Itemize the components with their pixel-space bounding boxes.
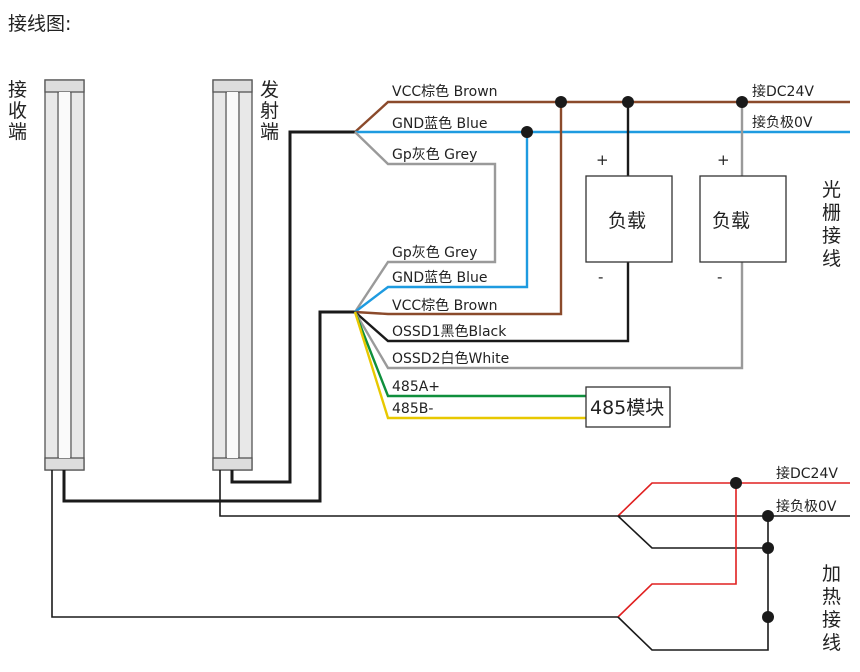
receiver-cable — [62, 310, 355, 503]
receiver-ossd2-label: OSSD2白色White — [392, 350, 509, 367]
emitter-heat-red — [617, 482, 850, 517]
receiver-wire-ossd1 — [354, 262, 630, 343]
grating-0v-label: 接负极0V — [752, 114, 813, 131]
grating-label-4: 线 — [822, 248, 841, 270]
load-box-1 — [585, 175, 673, 263]
emitter-cable — [230, 130, 355, 484]
receiver-wire-485b — [353, 311, 586, 420]
heating-0v-label: 接负极0V — [776, 498, 837, 515]
module-485-box — [585, 386, 671, 428]
heating-label-4: 线 — [822, 632, 841, 654]
receiver-wire-gnd — [354, 132, 529, 313]
emitter-label-3: 端 — [260, 121, 279, 143]
receiver-485b-label: 485B- — [392, 401, 433, 417]
emitter-heating-cable — [219, 470, 618, 517]
load-minus-1: - — [598, 268, 603, 286]
load-label-2: 负载 — [712, 210, 750, 232]
grating-label-2: 栅 — [822, 202, 841, 224]
receiver-heating-cable — [51, 470, 618, 618]
junction-dot — [521, 126, 533, 138]
receiver-wire-485a — [353, 311, 586, 398]
emitter-gp-label: Gp灰色 Grey — [392, 146, 477, 163]
receiver-heat-red — [617, 483, 737, 618]
receiver-485a-label: 485A+ — [392, 379, 440, 395]
heating-dc24v-label: 接DC24V — [776, 465, 838, 482]
receiver-heat-black — [617, 516, 769, 651]
heating-label-1: 加 — [822, 563, 841, 585]
grating-label-1: 光 — [822, 179, 841, 201]
emitter-vcc-label: VCC棕色 Brown — [392, 83, 498, 100]
receiver-gnd-label: GND蓝色 Blue — [392, 269, 488, 286]
receiver-gp-label: Gp灰色 Grey — [392, 244, 477, 261]
receiver-wire-ossd2 — [353, 262, 744, 370]
emitter-label-1: 发 — [260, 79, 279, 101]
emitter-label-2: 射 — [260, 100, 279, 122]
load-minus-2: - — [717, 268, 722, 286]
receiver-label-1: 接 — [8, 79, 27, 101]
emitter-unit — [212, 79, 253, 471]
load-label-1: 负载 — [608, 210, 646, 232]
junction-dot — [762, 542, 774, 554]
receiver-vcc-label: VCC棕色 Brown — [392, 297, 498, 314]
junction-dot — [555, 96, 567, 108]
junction-dot — [762, 611, 774, 623]
grating-dc24v-label: 接DC24V — [752, 83, 814, 100]
emitter-wire-gp — [353, 131, 497, 313]
module-485-label: 485模块 — [590, 397, 664, 419]
junction-dot — [622, 96, 634, 108]
heating-label-3: 接 — [822, 609, 841, 631]
heating-label-2: 热 — [822, 586, 841, 608]
emitter-gnd-label: GND蓝色 Blue — [392, 115, 488, 132]
receiver-label-3: 端 — [8, 121, 27, 143]
receiver-unit — [44, 79, 85, 471]
load-plus-1: + — [596, 151, 609, 169]
load-plus-2: + — [717, 151, 730, 169]
junction-dot — [736, 96, 748, 108]
receiver-wire-vcc — [354, 102, 563, 316]
receiver-label-2: 收 — [8, 100, 27, 122]
receiver-ossd1-label: OSSD1黑色Black — [392, 323, 507, 340]
load-box-2 — [699, 175, 787, 263]
grating-label-3: 接 — [822, 225, 841, 247]
diagram-title: 接线图: — [8, 13, 71, 35]
junction-dot — [762, 510, 774, 522]
junction-dot — [730, 477, 742, 489]
emitter-wire-vcc — [354, 100, 850, 133]
emitter-heat-black — [617, 515, 768, 549]
